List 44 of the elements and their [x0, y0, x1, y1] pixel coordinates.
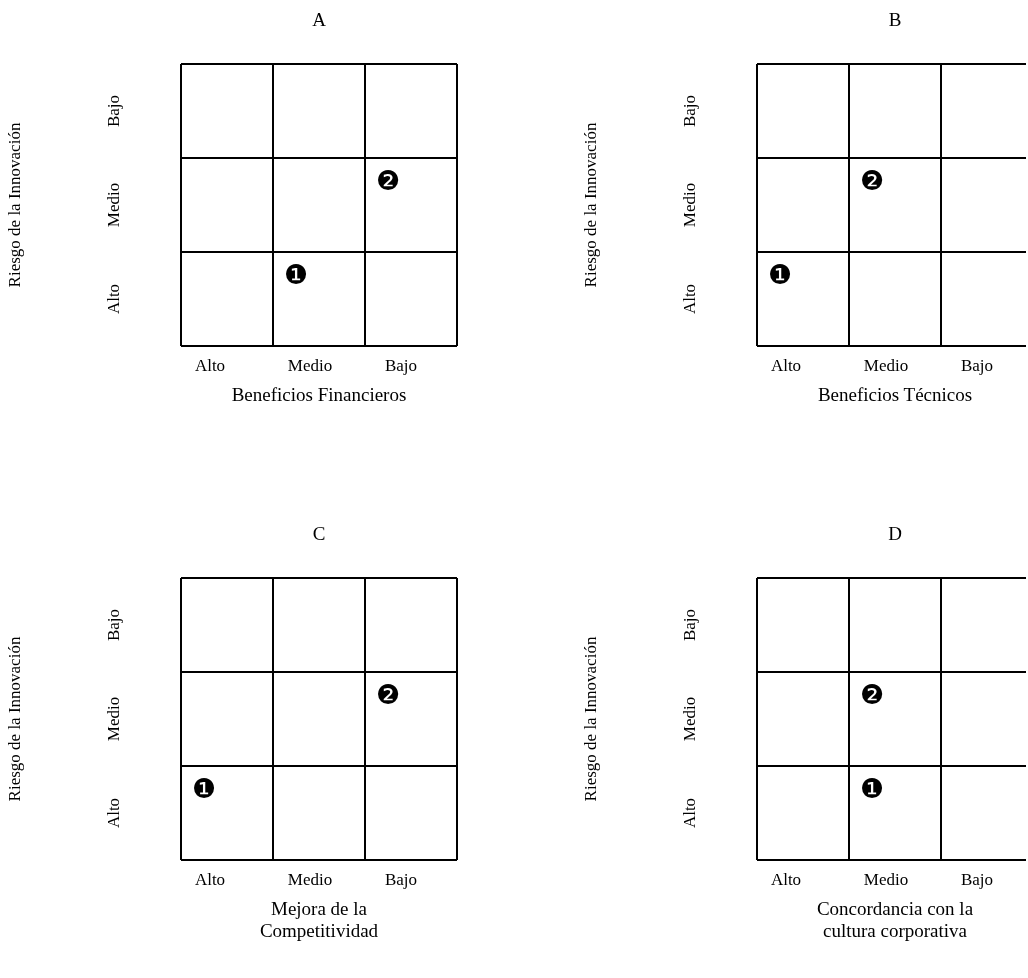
numbered-marker: ❶	[860, 775, 885, 803]
axis-title: Beneficios Técnicos	[816, 384, 974, 406]
panel-letter: B	[888, 10, 902, 30]
numbered-marker: ❶	[768, 261, 793, 289]
axis-tick-label: Alto	[104, 797, 124, 829]
axis-tick-label: Bajo	[384, 356, 418, 376]
panel-letter: A	[312, 10, 326, 30]
axis-tick-label: Medio	[287, 870, 333, 890]
panel-letter: D	[888, 524, 902, 544]
numbered-marker: ❷	[860, 681, 885, 709]
axis-tick-label: Alto	[680, 283, 700, 315]
axis-tick-label: Bajo	[960, 356, 994, 376]
axis-tick-label: Alto	[194, 356, 226, 376]
axis-title: Riesgo de la Innovación	[581, 122, 601, 288]
axis-tick-label: Medio	[680, 696, 700, 742]
numbered-marker: ❷	[376, 681, 401, 709]
axis-tick-label: Alto	[194, 870, 226, 890]
numbered-marker: ❶	[192, 775, 217, 803]
axis-tick-label: Bajo	[680, 608, 700, 642]
axis-tick-label: Medio	[104, 182, 124, 228]
numbered-marker: ❶	[284, 261, 309, 289]
axis-tick-label: Alto	[104, 283, 124, 315]
axis-tick-label: Medio	[863, 356, 909, 376]
numbered-marker: ❷	[376, 167, 401, 195]
axis-title: Beneficios Financieros	[230, 384, 408, 406]
axis-tick-label: Medio	[104, 696, 124, 742]
axis-tick-label: Bajo	[104, 608, 124, 642]
axis-tick-label: Bajo	[960, 870, 994, 890]
axis-tick-label: Medio	[680, 182, 700, 228]
axis-title: Riesgo de la Innovación	[5, 122, 25, 288]
axis-tick-label: Alto	[770, 870, 802, 890]
axis-tick-label: Bajo	[680, 94, 700, 128]
axis-title: Riesgo de la Innovación	[581, 636, 601, 802]
axis-title: Concordancia con la cultura corporativa	[815, 898, 975, 942]
axis-title: Riesgo de la Innovación	[5, 636, 25, 802]
axis-tick-label: Medio	[287, 356, 333, 376]
axis-tick-label: Alto	[680, 797, 700, 829]
axis-tick-label: Alto	[770, 356, 802, 376]
axis-tick-label: Bajo	[104, 94, 124, 128]
numbered-marker: ❷	[860, 167, 885, 195]
axis-tick-label: Bajo	[384, 870, 418, 890]
panel-letter: C	[312, 524, 326, 544]
axis-tick-label: Medio	[863, 870, 909, 890]
axis-title: Mejora de la Competitividad	[258, 898, 380, 942]
